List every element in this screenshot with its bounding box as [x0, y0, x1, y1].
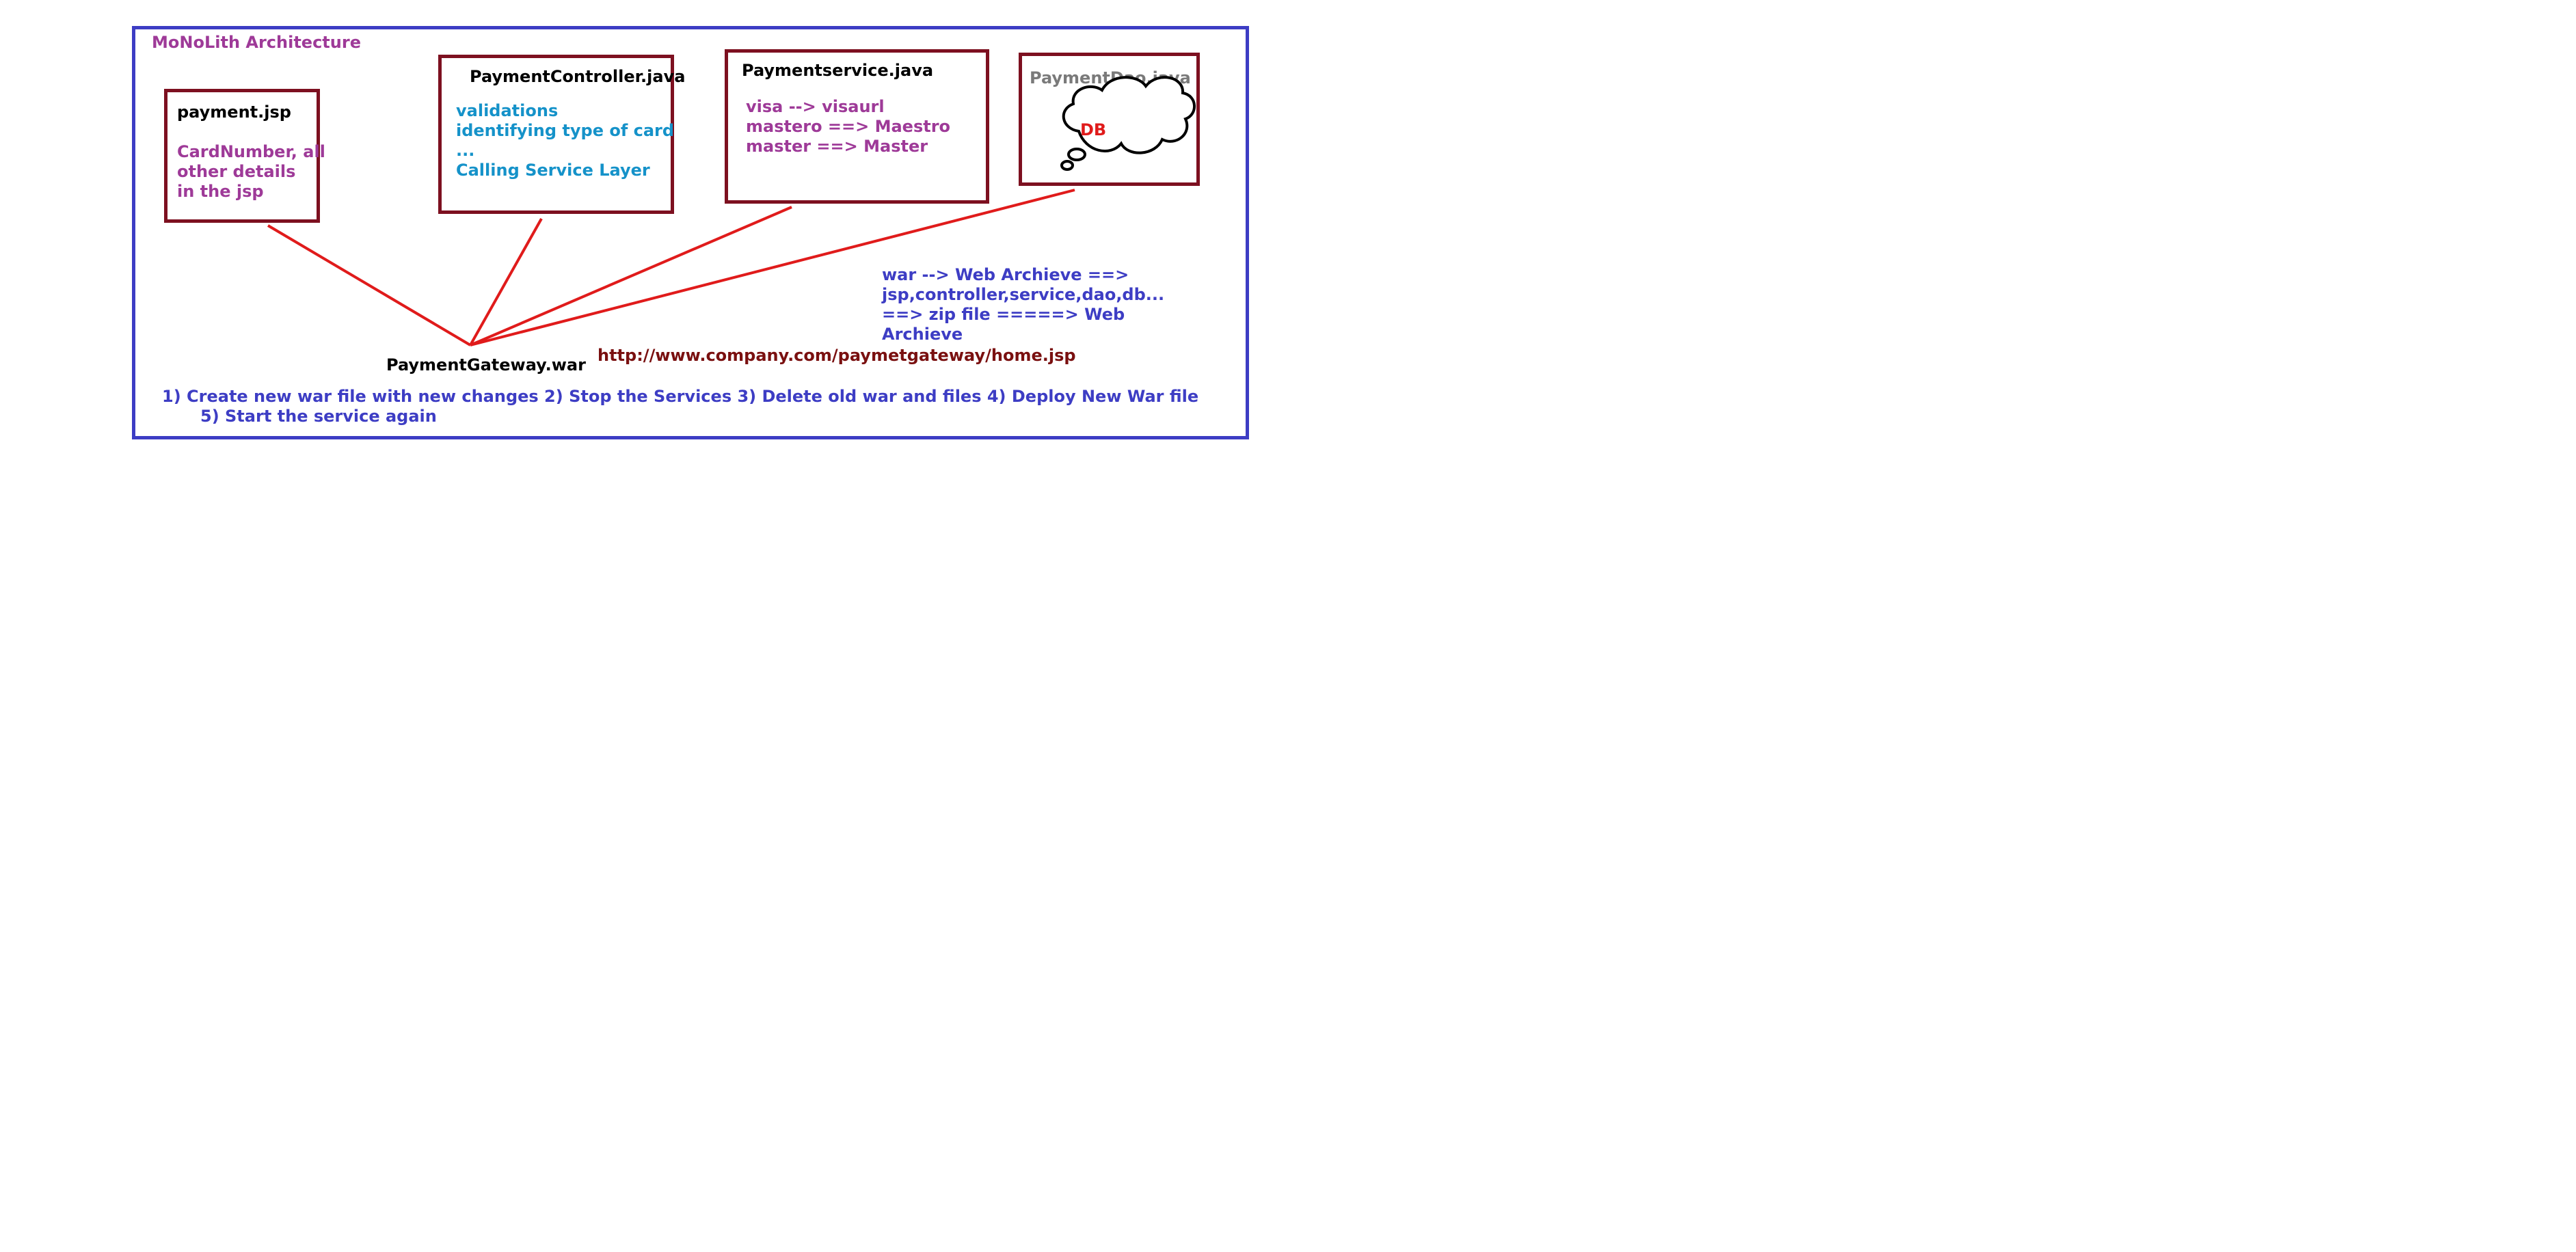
war-note-line: jsp,controller,service,dao,db...: [882, 285, 1165, 304]
monolith-frame: [132, 26, 1249, 439]
payment-service-line: mastero ==> Maestro: [746, 117, 951, 136]
connector-jsp-to-war: [267, 224, 472, 346]
war-label: PaymentGateway.war: [386, 355, 586, 375]
war-note-line: war --> Web Archieve ==>: [882, 265, 1129, 284]
payment-controller-box: [438, 55, 674, 214]
payment-jsp-title: payment.jsp: [177, 103, 291, 122]
payment-jsp-desc-line: other details: [177, 162, 296, 181]
payment-controller-line: Calling Service Layer: [456, 161, 650, 180]
app-url: http://www.company.com/paymetgateway/hom…: [598, 346, 1076, 365]
payment-service-line: master ==> Master: [746, 137, 928, 156]
payment-service-line: visa --> visaurl: [746, 97, 885, 116]
deployment-steps-line: 1) Create new war file with new changes …: [162, 387, 1199, 406]
payment-controller-line: validations: [456, 101, 559, 120]
payment-dao-box: [1019, 53, 1200, 186]
connector-dao-to-war: [470, 189, 1075, 346]
payment-jsp-box: [164, 89, 320, 223]
payment-service-title: Paymentservice.java: [742, 61, 934, 80]
payment-controller-title: PaymentController.java: [470, 67, 686, 86]
payment-controller-line: ...: [456, 141, 475, 160]
payment-service-box: [725, 49, 989, 204]
war-note-line: Archieve: [882, 325, 963, 344]
payment-jsp-desc-line: CardNumber, all: [177, 142, 325, 161]
database-cloud-icon: [1060, 76, 1196, 171]
war-note-line: ==> zip file =====> Web: [882, 305, 1125, 324]
deployment-steps-line: 5) Start the service again: [200, 407, 437, 426]
payment-jsp-desc-line: in the jsp: [177, 182, 264, 201]
diagram-title: MoNoLith Architecture: [152, 33, 361, 52]
connector-controller-to-war: [469, 218, 543, 346]
connector-service-to-war: [470, 206, 792, 346]
payment-controller-line: identifying type of card: [456, 121, 675, 140]
db-label: DB: [1080, 120, 1107, 139]
